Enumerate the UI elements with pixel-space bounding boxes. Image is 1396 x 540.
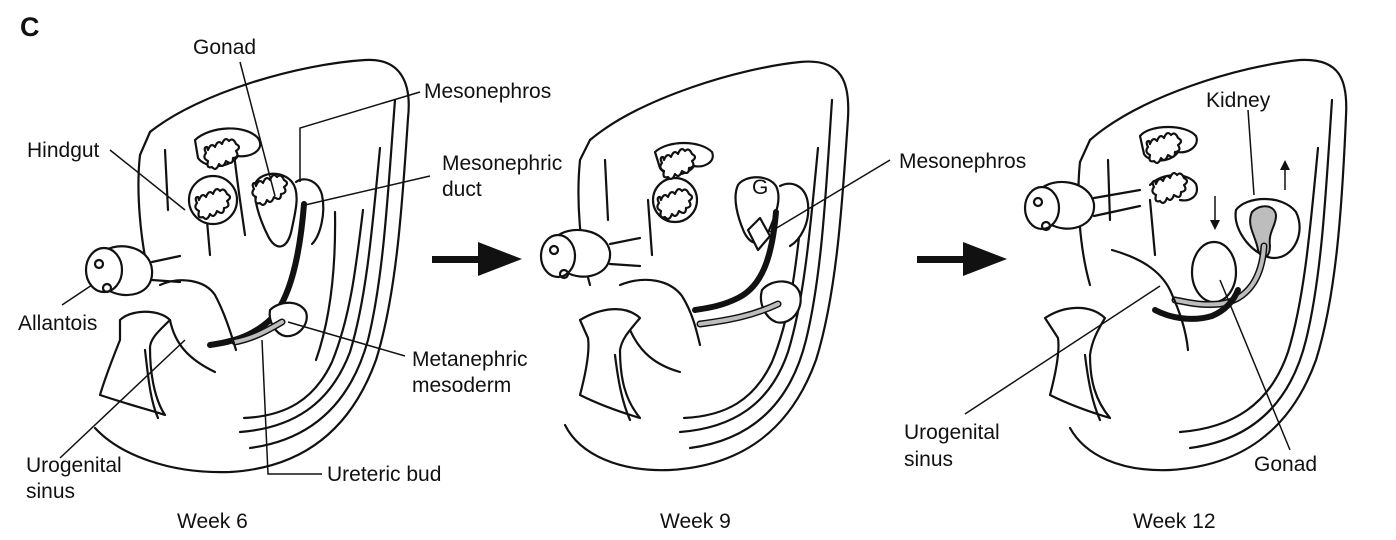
week6-label-gonad: Gonad [193, 36, 256, 59]
week9-ureteric-bud [698, 302, 780, 326]
week12-label-kidney: Kidney [1206, 89, 1271, 112]
week12-label-gonad: Gonad [1254, 453, 1317, 476]
week12-mesonephric-duct [1152, 287, 1241, 322]
progress-arrow-1 [432, 242, 522, 276]
week12-ureter [1173, 244, 1266, 307]
week9-embryo: G Mesonephros Week 9 [539, 60, 1026, 533]
week6-ureteric-bud [233, 320, 284, 344]
week12-caption: Week 12 [1133, 510, 1216, 533]
week12-embryo: Kidney Urogenital sinus Gonad Week 12 [904, 58, 1348, 533]
week12-label-urogenital-2: sinus [904, 448, 953, 471]
week6-label-ureteric-bud: Ureteric bud [327, 463, 441, 486]
week9-label-gonad-abbrev: G [752, 176, 768, 199]
week9-label-mesonephros: Mesonephros [899, 150, 1026, 173]
week6-label-urogenital-1: Urogenital [26, 454, 122, 477]
week6-caption: Week 6 [177, 510, 248, 533]
week6-label-hindgut: Hindgut [27, 139, 100, 162]
panel-label: C [20, 12, 40, 42]
week6-label-mesonephric-duct-2: duct [442, 178, 482, 201]
week6-label-mesonephros: Mesonephros [424, 80, 551, 103]
week12-label-urogenital-1: Urogenital [904, 421, 1000, 444]
week6-embryo: Gonad Mesonephros Hindgut Mesonephric du… [18, 36, 562, 533]
week6-label-metanephric-1: Metanephric [412, 348, 528, 371]
week6-label-metanephric-2: mesoderm [412, 374, 511, 397]
week9-mesonephric-duct [692, 209, 779, 313]
week6-label-mesonephric-duct-1: Mesonephric [442, 152, 562, 175]
week9-caption: Week 9 [660, 510, 731, 533]
progress-arrow-2 [917, 242, 1007, 276]
week6-label-allantois: Allantois [18, 312, 97, 335]
week6-label-urogenital-2: sinus [26, 480, 75, 503]
